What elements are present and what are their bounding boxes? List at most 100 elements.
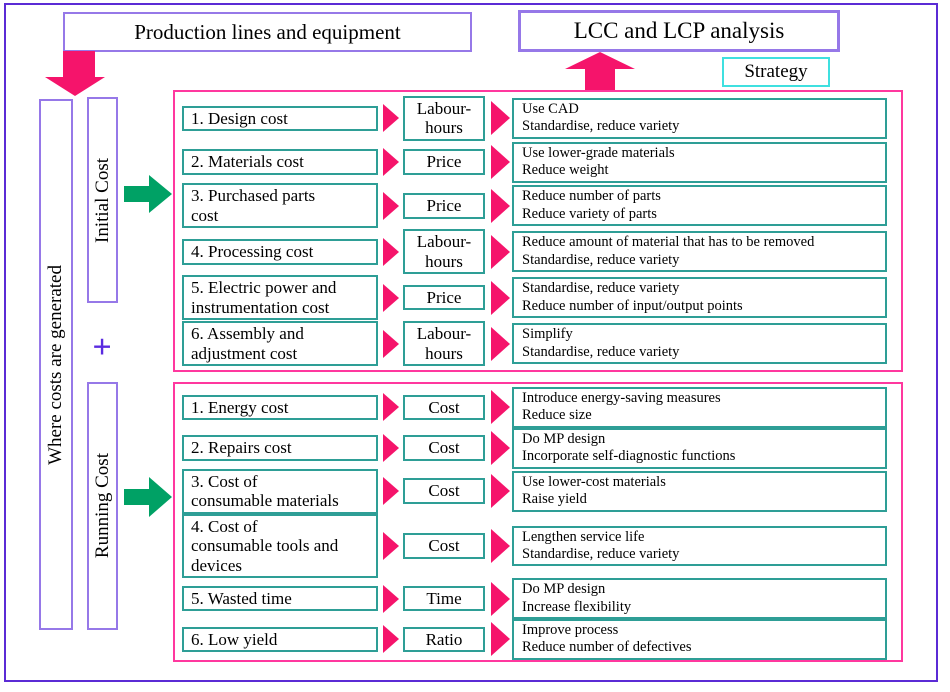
arrow-right-icon bbox=[491, 280, 510, 315]
measure-box: Cost bbox=[403, 435, 485, 461]
cost-item-box: 2. Materials cost bbox=[182, 149, 378, 175]
measure-box: Labour- hours bbox=[403, 229, 485, 275]
strategy-line: Improve process bbox=[522, 622, 619, 639]
strategy-line: Do MP design bbox=[522, 430, 606, 447]
measure-label: hours bbox=[425, 251, 463, 271]
cost-row: 5. Wasted time Time Do MP design Increas… bbox=[182, 578, 887, 620]
arrow-right-icon bbox=[491, 326, 510, 361]
measure-label: Cost bbox=[428, 481, 460, 501]
strategy-line: Incorporate self-diagnostic functions bbox=[522, 448, 736, 465]
strategy-box: Use lower-cost materials Raise yield bbox=[512, 470, 887, 512]
strategy-line: Reduce number of parts bbox=[522, 188, 661, 205]
cost-item-box: 5. Electric power and instrumentation co… bbox=[182, 275, 378, 321]
measure-box: Time bbox=[403, 585, 485, 612]
cost-item-box: 2. Repairs cost bbox=[182, 435, 378, 461]
measure-label: Price bbox=[426, 152, 462, 172]
strategy-box: Lengthen service life Standardise, reduc… bbox=[512, 525, 887, 567]
strategy-box: Improve process Reduce number of defecti… bbox=[512, 619, 887, 660]
measure-label: Cost bbox=[428, 536, 460, 556]
cost-row: 1. Design cost Labour- hours Use CAD Sta… bbox=[182, 95, 887, 141]
strategy-box: Reduce amount of material that has to be… bbox=[512, 231, 887, 273]
cost-item-label: consumable materials bbox=[191, 491, 339, 511]
measure-box: Cost bbox=[403, 478, 485, 504]
arrow-right-icon bbox=[383, 191, 399, 220]
arrow-right-icon bbox=[491, 101, 510, 136]
cost-item-box: 6. Low yield bbox=[182, 626, 378, 653]
arrow-right-icon bbox=[383, 584, 399, 613]
strategy-box: Reduce number of parts Reduce variety of… bbox=[512, 185, 887, 227]
arrow-right-icon bbox=[383, 329, 399, 358]
arrow-right-icon bbox=[491, 188, 510, 223]
cost-item-label: 6. Assembly and bbox=[191, 324, 304, 344]
measure-box: Price bbox=[403, 284, 485, 311]
cost-item-label: 2. Materials cost bbox=[191, 152, 304, 172]
cost-item-label: consumable tools and bbox=[191, 536, 339, 556]
arrow-right-icon bbox=[491, 622, 510, 657]
measure-label: Cost bbox=[428, 397, 460, 417]
measure-box: Labour- hours bbox=[403, 321, 485, 367]
arrow-right-icon bbox=[491, 528, 510, 563]
cost-item-box: 4. Cost of consumable tools and devices bbox=[182, 513, 378, 579]
arrow-right-icon bbox=[383, 148, 399, 177]
strategy-line: Increase flexibility bbox=[522, 598, 632, 615]
arrow-right-icon bbox=[383, 477, 399, 506]
strategy-line: Do MP design bbox=[522, 581, 606, 598]
strategy-box: Use CAD Standardise, reduce variety bbox=[512, 97, 887, 139]
diagram-frame bbox=[4, 3, 938, 682]
cost-item-box: 3. Purchased parts cost bbox=[182, 183, 378, 229]
arrow-right-icon bbox=[383, 393, 399, 422]
lcc-analysis-label: LCC and LCP analysis bbox=[573, 18, 785, 43]
cost-row: 2. Materials cost Price Use lower-grade … bbox=[182, 141, 887, 183]
strategy-line: Reduce number of input/output points bbox=[522, 297, 743, 314]
strategy-box: Simplify Standardise, reduce variety bbox=[512, 323, 887, 364]
cost-item-label: 4. Processing cost bbox=[191, 241, 314, 261]
measure-label: Labour- bbox=[416, 98, 472, 118]
cost-item-label: 3. Purchased parts bbox=[191, 186, 316, 206]
cost-item-label: 6. Low yield bbox=[191, 629, 278, 649]
cost-item-label: 4. Cost of bbox=[191, 516, 258, 536]
cost-item-box: 3. Cost of consumable materials bbox=[182, 468, 378, 514]
cost-row: 6. Low yield Ratio Improve process Reduc… bbox=[182, 619, 887, 660]
measure-label: Cost bbox=[428, 438, 460, 458]
cost-item-label: devices bbox=[191, 555, 242, 575]
measure-label: Labour- bbox=[416, 232, 472, 252]
initial-cost-box: Initial Cost bbox=[87, 97, 118, 303]
where-costs-generated-box: Where costs are generated bbox=[39, 99, 73, 630]
down-arrow-icon bbox=[45, 51, 105, 96]
strategy-line: Standardise, reduce variety bbox=[522, 545, 680, 562]
cost-item-label: cost bbox=[191, 205, 219, 225]
strategy-box: Standardise, reduce variety Reduce numbe… bbox=[512, 277, 887, 319]
measure-box: Cost bbox=[403, 394, 485, 421]
cost-item-box: 6. Assembly and adjustment cost bbox=[182, 321, 378, 367]
measure-box: Ratio bbox=[403, 626, 485, 653]
strategy-line: Standardise, reduce variety bbox=[522, 280, 680, 297]
cost-row: 6. Assembly and adjustment cost Labour- … bbox=[182, 321, 887, 367]
measure-label: hours bbox=[425, 343, 463, 363]
arrow-right-icon bbox=[383, 283, 399, 312]
plus-sign: + bbox=[92, 329, 112, 366]
measure-label: Price bbox=[426, 196, 462, 216]
strategy-box: Use lower-grade materials Reduce weight bbox=[512, 141, 887, 183]
measure-label: hours bbox=[425, 118, 463, 138]
running-cost-panel: 1. Energy cost Cost Introduce energy-sav… bbox=[173, 382, 903, 662]
arrow-right-icon bbox=[383, 104, 399, 133]
measure-label: Price bbox=[426, 287, 462, 307]
cost-item-label: 1. Design cost bbox=[191, 108, 288, 128]
measure-box: Cost bbox=[403, 533, 485, 559]
strategy-line: Reduce variety of parts bbox=[522, 205, 657, 222]
arrow-right-icon bbox=[491, 581, 510, 616]
cost-item-label: 3. Cost of bbox=[191, 471, 258, 491]
arrow-right-icon bbox=[491, 145, 510, 180]
strategy-line: Introduce energy-saving measures bbox=[522, 390, 721, 406]
strategy-line: Standardise, reduce variety bbox=[522, 118, 680, 135]
strategy-line: Reduce amount of material that has to be… bbox=[522, 234, 815, 251]
green-arrow-initial-icon bbox=[124, 175, 172, 213]
arrow-right-icon bbox=[383, 625, 399, 654]
cost-row: 1. Energy cost Cost Introduce energy-sav… bbox=[182, 387, 887, 428]
cost-item-label: adjustment cost bbox=[191, 343, 298, 363]
measure-box: Price bbox=[403, 149, 485, 175]
green-arrow-running-icon bbox=[124, 477, 172, 517]
production-lines-label: Production lines and equipment bbox=[134, 19, 401, 44]
initial-cost-label: Initial Cost bbox=[91, 157, 113, 243]
arrow-right-icon bbox=[491, 431, 510, 466]
